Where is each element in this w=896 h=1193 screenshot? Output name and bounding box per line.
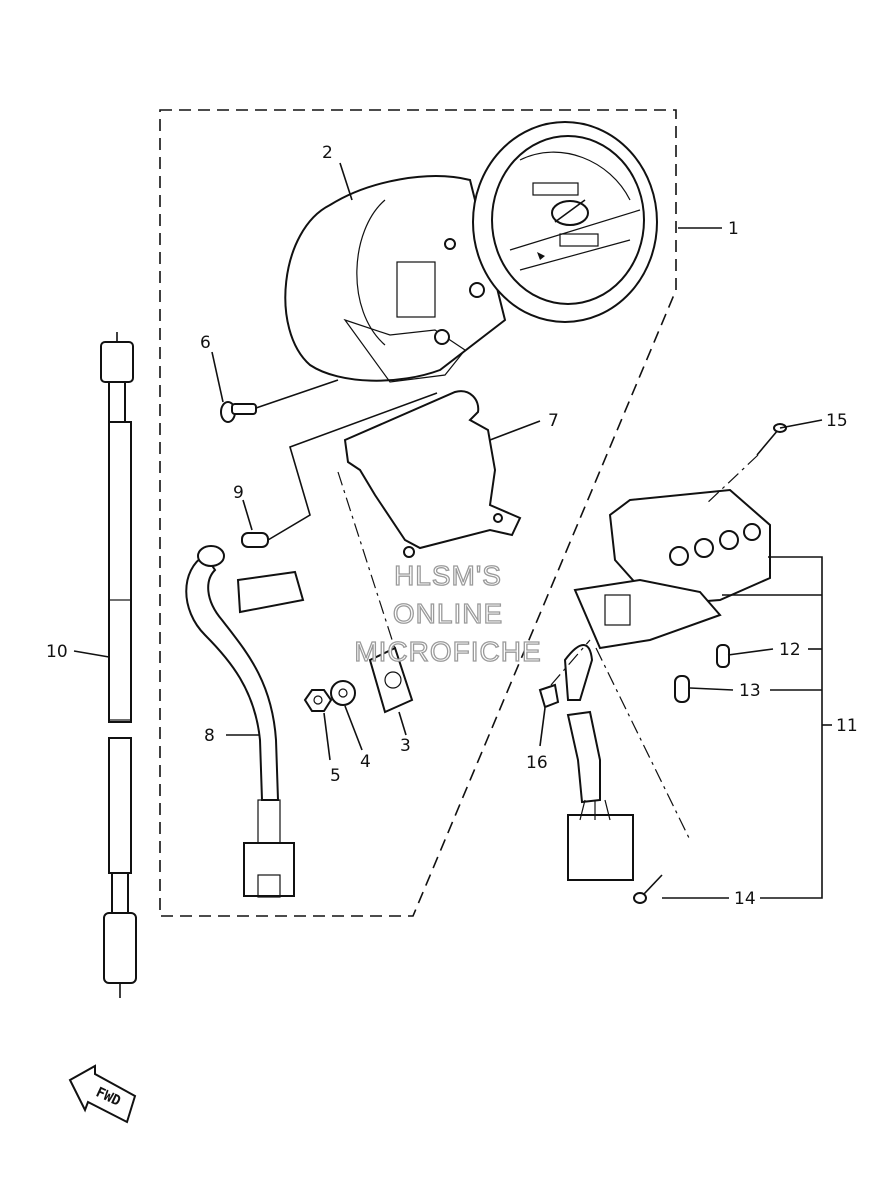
washer-4 — [330, 680, 356, 706]
nut-5 — [303, 689, 333, 712]
callout-6: 6 — [200, 333, 211, 353]
callout-4: 4 — [360, 752, 371, 772]
callout-7: 7 — [548, 411, 559, 431]
callout-8: 8 — [204, 726, 215, 746]
callout-11: 11 — [836, 716, 858, 736]
watermark-line-2: ONLINE — [393, 598, 503, 629]
callout-16: 16 — [526, 753, 548, 773]
bulb-socket-16 — [538, 683, 560, 709]
speedometer-cable — [100, 332, 137, 998]
meter-housing — [284, 175, 507, 383]
callout-1: 1 — [728, 219, 739, 239]
callout-13: 13 — [739, 681, 761, 701]
bulb-9 — [241, 532, 269, 548]
rubber-grommet-3 — [368, 646, 414, 714]
callout-15: 15 — [826, 411, 848, 431]
screw-14 — [633, 874, 663, 904]
screw-6 — [220, 401, 257, 423]
speedometer-head — [444, 121, 658, 323]
callout-9: 9 — [233, 483, 244, 503]
callout-3: 3 — [400, 736, 411, 756]
bulb-12 — [716, 644, 730, 668]
callout-10: 10 — [46, 642, 68, 662]
assembly-boundary — [159, 109, 677, 917]
bulb-13 — [674, 675, 690, 703]
watermark-line-3: MICROFICHE — [354, 636, 541, 667]
forward-arrow-icon: FWD — [68, 1064, 137, 1124]
watermark-line-1: HLSM'S — [394, 560, 502, 591]
wire-harness — [185, 545, 305, 898]
callout-14: 14 — [734, 889, 756, 909]
callout-12: 12 — [779, 640, 801, 660]
indicator-light-assembly — [563, 488, 771, 881]
screw-15 — [756, 423, 787, 456]
callout-2: 2 — [322, 143, 333, 163]
callout-5: 5 — [330, 766, 341, 786]
meter-bracket — [343, 390, 522, 550]
